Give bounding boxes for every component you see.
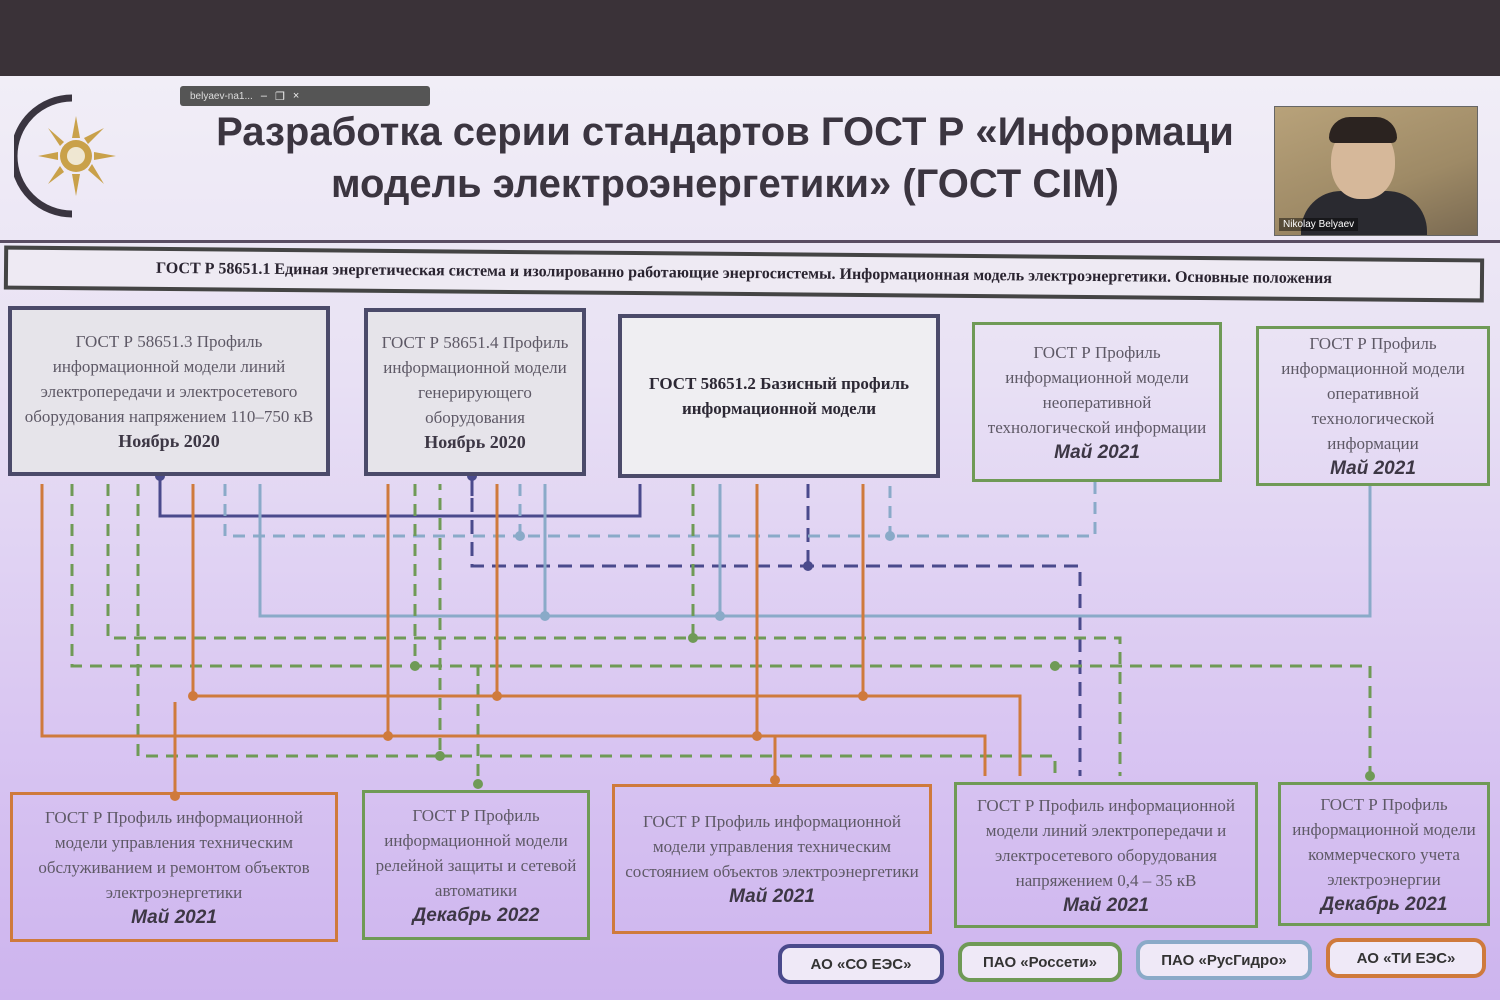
box-date: Ноябрь 2020 — [118, 430, 220, 451]
box-text: ГОСТ Р Профиль информационной модели лин… — [976, 795, 1236, 890]
box-date: Декабрь 2021 — [1320, 893, 1448, 915]
standard-box-technical-state: ГОСТ Р Профиль информационной модели упр… — [612, 784, 932, 934]
box-text: ГОСТ Р 58651.3 Профиль информационной мо… — [24, 331, 314, 426]
box-text: ГОСТ Р 58651.4 Профиль информационной мо… — [381, 332, 569, 427]
box-date: Май 2021 — [1330, 458, 1416, 479]
box-text: ГОСТ Р Профиль информационной модели упр… — [38, 807, 310, 902]
legend-rosseti: ПАО «Россети» — [958, 942, 1122, 982]
participant-hair — [1329, 117, 1397, 143]
box-date: Декабрь 2022 — [412, 904, 540, 926]
standard-box-58651-3: ГОСТ Р 58651.3 Профиль информационной мо… — [8, 306, 330, 476]
video-thumbnail[interactable]: Nikolay Belyaev — [1274, 106, 1478, 236]
connector-lines — [40, 471, 1375, 801]
standard-box-relay-protection: ГОСТ Р Профиль информационной модели рел… — [362, 790, 590, 940]
legend-rushydro: ПАО «РусГидро» — [1136, 940, 1312, 980]
standard-box-operative: ГОСТ Р Профиль информационной модели опе… — [1256, 326, 1490, 486]
standard-box-nonoperative: ГОСТ Р Профиль информационной модели нео… — [972, 322, 1222, 482]
window-title: belyaev-na1... — [190, 90, 253, 102]
box-text: ГОСТ 58651.2 Базисный профиль информацио… — [648, 374, 910, 418]
standard-box-58651-2: ГОСТ 58651.2 Базисный профиль информацио… — [618, 314, 940, 478]
window-title-bar[interactable]: belyaev-na1... – ❐ × — [180, 86, 430, 106]
slide-title: Разработка серии стандартов ГОСТ Р «Инфо… — [170, 106, 1280, 210]
box-text: ГОСТ Р Профиль информационной модели упр… — [625, 812, 919, 881]
box-text: ГОСТ Р Профиль информационной модели рел… — [375, 805, 577, 900]
box-text: ГОСТ Р Профиль информационной модели ком… — [1292, 794, 1476, 889]
close-button[interactable]: × — [292, 90, 300, 102]
box-text: ГОСТ Р Профиль информационной модели опе… — [1281, 334, 1465, 453]
minimize-button[interactable]: – — [260, 90, 267, 102]
legend-so-ees: АО «СО ЕЭС» — [778, 944, 944, 984]
box-date: Май 2021 — [1063, 894, 1149, 916]
title-divider — [0, 240, 1500, 243]
legend-ti-ees: АО «ТИ ЕЭС» — [1326, 938, 1486, 978]
box-date: Май 2021 — [131, 906, 217, 928]
standard-box-maintenance: ГОСТ Р Профиль информационной модели упр… — [10, 792, 338, 942]
box-date: Ноябрь 2020 — [424, 431, 526, 452]
box-text: ГОСТ Р Профиль информационной модели нео… — [987, 342, 1207, 437]
participant-name: Nikolay Belyaev — [1279, 218, 1359, 231]
box-date: Май 2021 — [729, 886, 815, 907]
presentation-slide: belyaev-na1... – ❐ × Разработка серии ст… — [0, 76, 1500, 1000]
standard-box-58651-4: ГОСТ Р 58651.4 Профиль информационной мо… — [364, 308, 586, 476]
restore-button[interactable]: ❐ — [274, 90, 285, 103]
standard-box-commercial-metering: ГОСТ Р Профиль информационной модели ком… — [1278, 782, 1490, 926]
box-date: Май 2021 — [1054, 441, 1140, 463]
title-line-1: Разработка серии стандартов ГОСТ Р «Инфо… — [216, 110, 1234, 154]
title-line-2: модель электроэнергетики» (ГОСТ CIM) — [330, 162, 1119, 206]
standard-box-lines-04-35: ГОСТ Р Профиль информационной модели лин… — [954, 782, 1258, 928]
company-logo-icon — [14, 94, 116, 218]
